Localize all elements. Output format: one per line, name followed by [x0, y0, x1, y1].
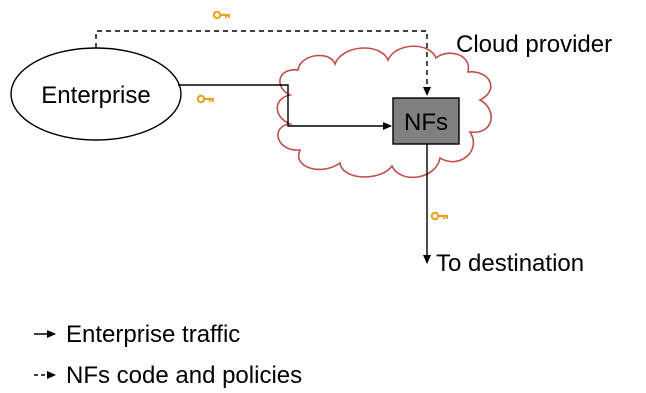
legend-label-enterprise-traffic: Enterprise traffic — [66, 321, 240, 348]
legend: Enterprise traffic NFs code and policies — [34, 321, 302, 389]
key-icon — [212, 10, 232, 20]
nfs-label: NFs — [404, 109, 448, 136]
enterprise-traffic-flow — [178, 84, 392, 130]
legend-item-enterprise-traffic: Enterprise traffic — [34, 321, 240, 348]
legend-label-nfs-code: NFs code and policies — [66, 362, 302, 389]
cloud-provider-label: Cloud provider — [456, 31, 612, 58]
legend-item-nfs-code: NFs code and policies — [34, 362, 302, 389]
to-destination-label: To destination — [436, 250, 584, 277]
key-icon — [196, 94, 216, 104]
key-icon — [430, 211, 450, 221]
policy-flow-dashed — [95, 30, 431, 96]
enterprise-label: Enterprise — [41, 82, 150, 109]
nfs-box — [392, 97, 460, 145]
